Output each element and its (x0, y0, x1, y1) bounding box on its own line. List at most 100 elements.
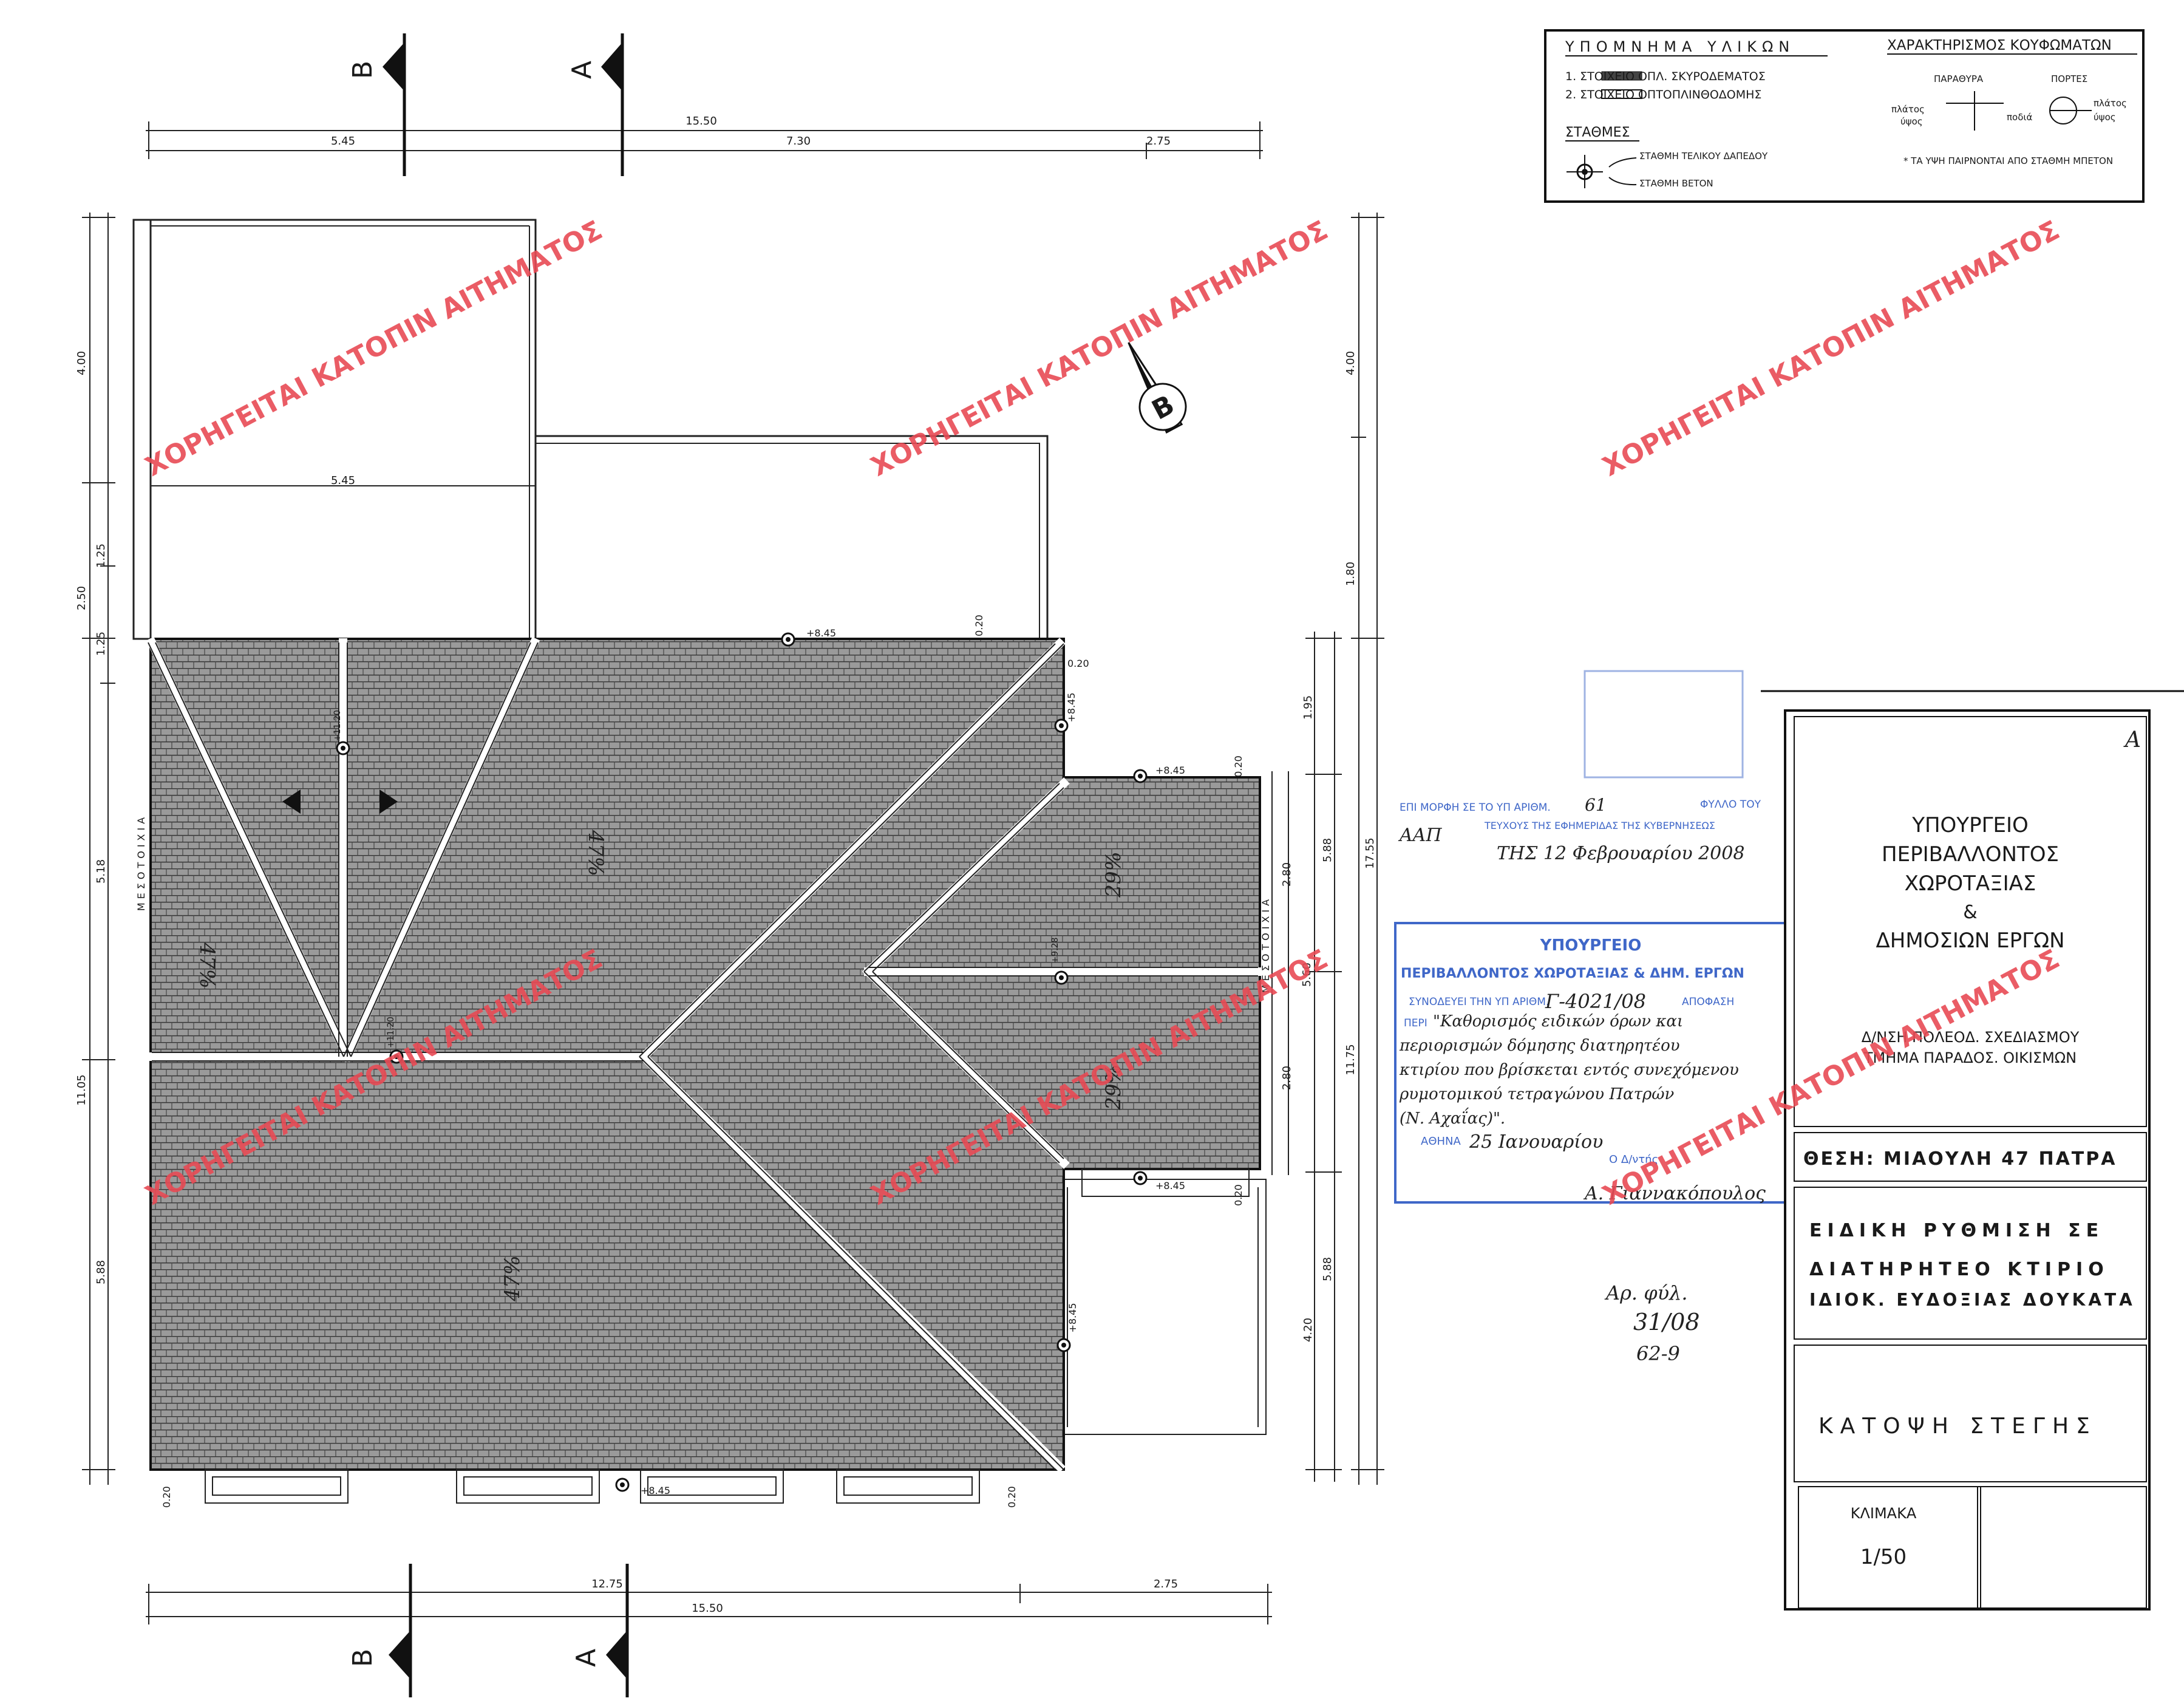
svg-text:Γ-4021/08: Γ-4021/08 (1545, 990, 1646, 1013)
dim-left-400: 4.00 (75, 351, 88, 375)
svg-text:ΧΟΡΗΓΕΙΤΑΙ ΚΑΤΟΠΙΝ ΑΙΤΗΜΑΤΟΣ: ΧΟΡΗΓΕΙΤΑΙ ΚΑΤΟΠΙΝ ΑΙΤΗΜΑΤΟΣ (1597, 214, 2064, 482)
slope-label-47-left: 47% (195, 942, 219, 989)
dim-right-588a: 5.88 (1321, 838, 1334, 862)
svg-text:ΧΟΡΗΓΕΙΤΑΙ ΚΑΤΟΠΙΝ ΑΙΤΗΜΑΤΟΣ: ΧΟΡΗΓΕΙΤΑΙ ΚΑΤΟΠΙΝ ΑΙΤΗΜΑΤΟΣ (140, 214, 607, 482)
title-block: ΥΠΟΥΡΓΕΙΟ ΠΕΡΙΒΑΛΛΟΝΤΟΣ ΧΩΡΟΤΑΞΙΑΣ & ΔΗΜ… (1761, 690, 2184, 1611)
dim-right-1755: 17.55 (1364, 837, 1376, 869)
bottom-dimension-chain (146, 1584, 1272, 1624)
svg-text:Α: Α (2123, 728, 2141, 752)
svg-text:πλάτος: πλάτος (2094, 98, 2127, 109)
dim-right-195: 1.95 (1302, 695, 1315, 720)
party-wall-right: ΜΕΣΟΤΟΙΧΙΑ (1260, 896, 1271, 993)
svg-text:ΧΟΡΗΓΕΙΤΑΙ ΚΑΤΟΠΙΝ ΑΙΤΗΜΑΤΟΣ: ΧΟΡΗΓΕΙΤΑΙ ΚΑΤΟΠΙΝ ΑΙΤΗΜΑΤΟΣ (866, 214, 1333, 482)
svg-text:ΠΑΡΑΘΥΡΑ: ΠΑΡΑΘΥΡΑ (1934, 73, 1984, 84)
svg-text:ΣΤΑΘΜΗ ΒΕΤΟΝ: ΣΤΑΘΜΗ ΒΕΤΟΝ (1639, 178, 1713, 189)
svg-text:ΦΥΛΛΟ ΤΟΥ: ΦΥΛΛΟ ΤΟΥ (1700, 799, 1761, 811)
svg-text:ΧΩΡΟΤΑΞΙΑΣ: ΧΩΡΟΤΑΞΙΑΣ (1905, 871, 2036, 896)
svg-text:ΠΟΡΤΕΣ: ΠΟΡΤΕΣ (2051, 73, 2087, 84)
party-wall-left: ΜΕΣΟΤΟΙΧΙΑ (135, 814, 147, 911)
dim-right-560: 5.60 (1301, 963, 1313, 987)
svg-text:ΧΑΡΑΚΤΗΡΙΣΜΟΣ ΚΟΥΦΩΜΑΤΩΝ: ΧΑΡΑΚΤΗΡΙΣΜΟΣ ΚΟΥΦΩΜΑΤΩΝ (1887, 38, 2112, 53)
svg-text:ΤΗΣ 12 Φεβρουαρίου 2008: ΤΗΣ 12 Φεβρουαρίου 2008 (1497, 843, 1744, 864)
dim-left-518: 5.18 (95, 859, 107, 884)
dim-top-1: 5.45 (331, 135, 355, 148)
slope-arrow-right (379, 789, 398, 814)
slope-label-29-bottom: 29% (1101, 1064, 1126, 1111)
dim-bottom-1: 12.75 (591, 1578, 623, 1590)
slope-label-29-top: 29% (1101, 851, 1126, 898)
svg-text:2. ΣΤΟΙΧΕΙΟ ΟΠΤΟΠΛΙΝΘΟΔΟΜΗΣ: 2. ΣΤΟΙΧΕΙΟ ΟΠΤΟΠΛΙΝΘΟΔΟΜΗΣ (1565, 88, 1761, 101)
svg-text:0.20: 0.20 (1067, 658, 1089, 669)
dim-right-1175: 11.75 (1344, 1044, 1357, 1075)
dim-right-180: 1.80 (1344, 562, 1357, 586)
svg-text:0.20: 0.20 (973, 615, 985, 636)
svg-text:ΚΑΤΟΨΗ ΣΤΕΓΗΣ: ΚΑΤΟΨΗ ΣΤΕΓΗΣ (1818, 1414, 2097, 1439)
gazette-stamp: ΕΠΙ ΜΟΡΦΗ ΣΕ ΤΟ ΥΠ ΑΡΙΘΜ. 61 ΦΥΛΛΟ ΤΟΥ Α… (1398, 670, 1761, 864)
svg-text:ΤΕΥΧΟΥΣ ΤΗΣ ΕΦΗΜΕΡΙΔΑΣ ΤΗΣ ΚΥΒ: ΤΕΥΧΟΥΣ ΤΗΣ ΕΦΗΜΕΡΙΔΑΣ ΤΗΣ ΚΥΒΕΡΝΗΣΕΩΣ (1484, 820, 1715, 831)
svg-text:* ΤΑ ΥΨΗ ΠΑΙΡΝΟΝΤΑΙ ΑΠΟ ΣΤΑΘΜ: * ΤΑ ΥΨΗ ΠΑΙΡΝΟΝΤΑΙ ΑΠΟ ΣΤΑΘΜΗ ΜΠΕΤΟΝ (1903, 155, 2113, 166)
svg-text:ΙΔΙΟΚ. ΕΥΔΟΞΙΑΣ ΔΟΥΚΑΤΑ: ΙΔΙΟΚ. ΕΥΔΟΞΙΑΣ ΔΟΥΚΑΤΑ (1809, 1290, 2135, 1310)
level-845-b: +8.45 (1066, 692, 1077, 722)
level-845-c: +8.45 (1155, 765, 1185, 776)
svg-text:0.20: 0.20 (1233, 1184, 1244, 1206)
svg-text:ΘΕΣΗ: ΜΙΑΟΥΛΗ 47 ΠΑΤΡΑ: ΘΕΣΗ: ΜΙΑΟΥΛΗ 47 ΠΑΤΡΑ (1803, 1148, 2117, 1170)
svg-text:ΚΛΙΜΑΚΑ: ΚΛΙΜΑΚΑ (1851, 1505, 1917, 1522)
level-markers (336, 632, 1148, 1492)
dim-top-3: 2.75 (1146, 135, 1171, 148)
dim-right-588b: 5.88 (1321, 1257, 1334, 1281)
svg-text:ΑΠΟΦΑΣΗ: ΑΠΟΦΑΣΗ (1682, 996, 1734, 1008)
dim-right-400: 4.00 (1344, 351, 1357, 375)
svg-text:ΤΜΗΜΑ ΠΑΡΑΔΟΣ. ΟΙΚΙΣΜΩΝ: ΤΜΗΜΑ ΠΑΡΑΔΟΣ. ΟΙΚΙΣΜΩΝ (1863, 1049, 2077, 1066)
right-dimension-chain (1271, 213, 1384, 1485)
svg-text:Δ/ΝΣΗ ΠΟΛΕΟΔ. ΣΧΕΔΙΑΣΜΟΥ: Δ/ΝΣΗ ΠΟΛΕΟΔ. ΣΧΕΔΙΑΣΜΟΥ (1862, 1029, 2080, 1046)
svg-text:ΠΕΡΙΒΑΛΛΟΝΤΟΣ: ΠΕΡΙΒΑΛΛΟΝΤΟΣ (1882, 842, 2059, 867)
ministry-approval-stamp: ΥΠΟΥΡΓΕΙΟ ΠΕΡΙΒΑΛΛΟΝΤΟΣ ΧΩΡΟΤΑΞΙΑΣ & ΔΗΜ… (1394, 922, 1786, 1204)
level-845-d: +8.45 (1155, 1180, 1185, 1191)
dim-left-250: 2.50 (75, 586, 88, 610)
left-dimension-chain (82, 213, 115, 1485)
svg-text:ΔΙΑΤΗΡΗΤΕΟ ΚΤΙΡΙΟ: ΔΙΑΤΗΡΗΤΕΟ ΚΤΙΡΙΟ (1809, 1259, 2109, 1280)
svg-text:62-9: 62-9 (1636, 1342, 1680, 1365)
svg-text:ΣΤΑΘΜΗ ΤΕΛΙΚΟΥ ΔΑΠΕΔΟΥ: ΣΤΑΘΜΗ ΤΕΛΙΚΟΥ ΔΑΠΕΔΟΥ (1639, 151, 1768, 162)
svg-text:ρυμοτομικού τετραγώνου Πατρών: ρυμοτομικού τετραγώνου Πατρών (1399, 1085, 1674, 1103)
svg-text:ΕΠΙ ΜΟΡΦΗ ΣΕ ΤΟ ΥΠ ΑΡΙΘΜ.: ΕΠΙ ΜΟΡΦΗ ΣΕ ΤΟ ΥΠ ΑΡΙΘΜ. (1400, 802, 1551, 814)
svg-text:περιορισμών δόμησης διατηρητέο: περιορισμών δόμησης διατηρητέου (1399, 1037, 1680, 1055)
svg-text:Α. Γιαννακόπουλος: Α. Γιαννακόπουλος (1583, 1183, 1766, 1204)
svg-text:61: 61 (1585, 795, 1607, 815)
level-1120-b: +11.20 (386, 1017, 396, 1048)
svg-text:1/50: 1/50 (1860, 1545, 1907, 1569)
section-marker-b-top: B (347, 33, 406, 176)
roof-tiles (149, 638, 1261, 1471)
svg-text:Αρ. φύλ.: Αρ. φύλ. (1604, 1281, 1688, 1304)
svg-text:ΕΙΔΙΚΗ ΡΥΘΜΙΣΗ ΣΕ: ΕΙΔΙΚΗ ΡΥΘΜΙΣΗ ΣΕ (1809, 1220, 2104, 1241)
dim-left-125a: 1.25 (95, 544, 107, 568)
svg-text:ύψος: ύψος (1900, 116, 1923, 127)
dim-left-588: 5.88 (95, 1260, 107, 1284)
section-marker-a-bottom: A (571, 1564, 629, 1697)
svg-text:ΥΠΟΥΡΓΕΙΟ: ΥΠΟΥΡΓΕΙΟ (1911, 813, 2029, 837)
slope-label-47-mid: 47% (583, 830, 608, 876)
svg-text:&: & (1963, 902, 1977, 923)
svg-text:ποδιά: ποδιά (2007, 112, 2032, 123)
svg-text:B: B (347, 1649, 378, 1667)
dim-inner-545: 5.45 (331, 474, 355, 487)
svg-text:1. ΣΤΟΙΧΕΙΟ ΟΠΛ. ΣΚΥΡΟΔΕΜΑΤΟΣ: 1. ΣΤΟΙΧΕΙΟ ΟΠΛ. ΣΚΥΡΟΔΕΜΑΤΟΣ (1565, 70, 1766, 83)
svg-text:A: A (571, 1649, 602, 1667)
level-928: +9.28 (1050, 938, 1060, 964)
svg-text:31/08: 31/08 (1633, 1309, 1700, 1335)
dim-bottom-total: 15.50 (692, 1602, 723, 1615)
section-marker-a-top: A (566, 33, 624, 176)
svg-text:Ο Δ/ντής: Ο Δ/ντής (1609, 1153, 1658, 1166)
dim-bottom-2: 2.75 (1154, 1578, 1178, 1590)
svg-text:0.20: 0.20 (1006, 1486, 1018, 1508)
svg-text:κτιρίου που βρίσκεται εντός συ: κτιρίου που βρίσκεται εντός συνεχόμενου (1399, 1061, 1739, 1079)
bottom-openings (205, 1168, 1250, 1504)
svg-text:ΣΤΑΘΜΕΣ: ΣΤΑΘΜΕΣ (1565, 125, 1630, 140)
svg-text:ύψος: ύψος (2094, 112, 2116, 123)
svg-text:ΠΕΡΙ: ΠΕΡΙ (1404, 1017, 1427, 1029)
dim-top-total: 15.50 (685, 115, 717, 128)
level-845-e: +8.45 (1067, 1303, 1078, 1332)
svg-text:ΠΕΡΙΒΑΛΛΟΝΤΟΣ ΧΩΡΟΤΑΞΙΑΣ & ΔΗΜ: ΠΕΡΙΒΑΛΛΟΝΤΟΣ ΧΩΡΟΤΑΞΙΑΣ & ΔΗΜ. ΕΡΓΩΝ (1401, 966, 1744, 981)
svg-text:"Καθορισμός ειδικών όρων και: "Καθορισμός ειδικών όρων και (1433, 1012, 1683, 1031)
